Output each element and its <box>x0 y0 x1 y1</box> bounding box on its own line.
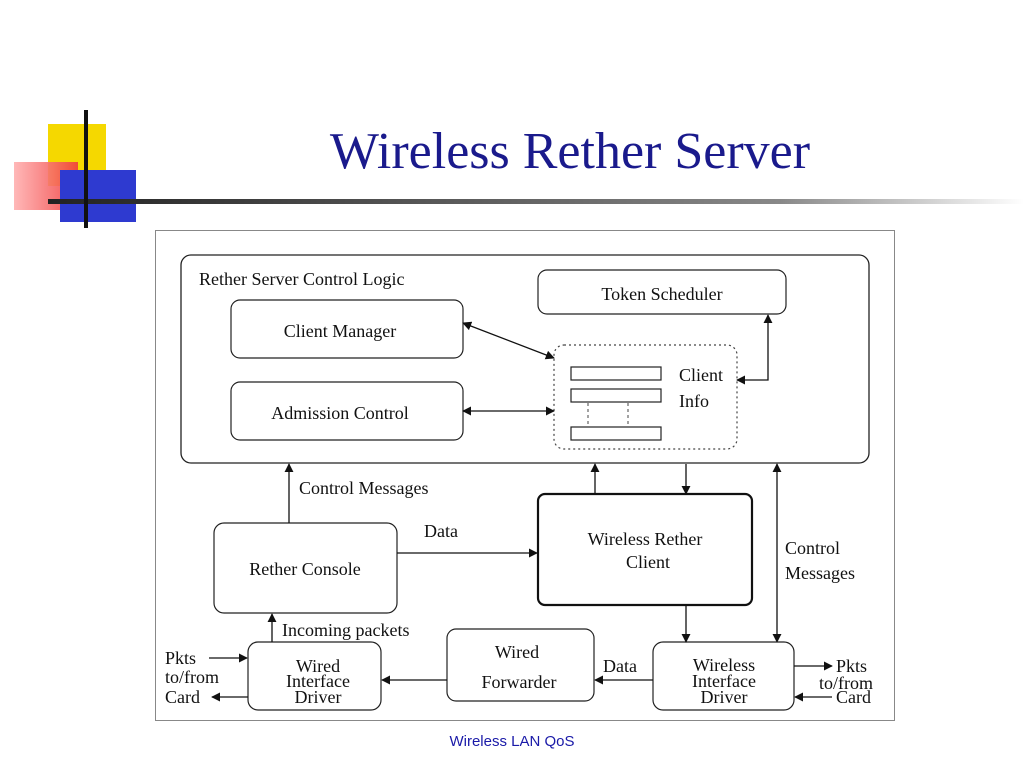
client-info-entry-2 <box>570 388 662 403</box>
slide-footer: Wireless LAN QoS <box>449 733 575 750</box>
wired-forwarder-label-2: Forwarder <box>482 672 557 692</box>
diagram-canvas: Rether Server Control Logic Token Schedu… <box>165 254 873 711</box>
pkts-right-label-3: Card <box>836 687 871 707</box>
client-info-entry-1 <box>570 366 662 381</box>
wireless-driver-label-1: Wireless <box>693 655 755 675</box>
admission-control-label: Admission Control <box>271 403 409 423</box>
deco-vertical-rule <box>84 110 88 228</box>
arrow-client-manager-info <box>462 321 555 360</box>
control-messages-left-label: Control Messages <box>299 478 429 498</box>
deco-horizontal-rule <box>48 199 1024 204</box>
rether-console-box <box>213 522 398 614</box>
wireless-driver-label-3: Driver <box>701 687 748 707</box>
slide-decoration <box>14 110 1024 228</box>
control-logic-box <box>180 254 870 464</box>
wireless-rether-client-label-1: Wireless Rether <box>588 529 703 549</box>
token-scheduler-box <box>537 269 787 315</box>
wired-forwarder-label-1: Wired <box>495 642 539 662</box>
pkts-right-label-2: to/from <box>819 673 873 693</box>
data-wireless-label: Data <box>603 656 637 676</box>
rether-console-label: Rether Console <box>249 559 360 579</box>
wireless-rether-client-box <box>536 492 754 607</box>
pkts-left-label-1: Pkts <box>165 648 196 668</box>
client-info-box <box>553 344 738 450</box>
pkts-left-label-2: to/from <box>165 667 219 687</box>
wireless-driver-label-2: Interface <box>692 671 756 691</box>
pkts-left-label-3: Card <box>165 687 200 707</box>
token-scheduler-label: Token Scheduler <box>601 284 722 304</box>
client-manager-label: Client Manager <box>284 321 396 341</box>
wired-interface-driver-box <box>247 641 382 711</box>
client-info-label-2: Info <box>679 391 709 411</box>
incoming-packets-label: Incoming packets <box>282 620 409 640</box>
client-info-entry-3 <box>570 426 662 441</box>
wired-driver-label-2: Interface <box>286 671 350 691</box>
slide-title: Wireless Rether Server <box>329 123 811 180</box>
wired-driver-label-3: Driver <box>295 687 342 707</box>
architecture-diagram: Rether Server Control Logic Token Schedu… <box>155 230 895 721</box>
control-right-label-2: Messages <box>785 563 855 583</box>
client-info-label-1: Client <box>679 365 723 385</box>
wireless-interface-driver-box <box>652 641 795 711</box>
wired-forwarder-box <box>446 628 595 702</box>
data-console-label: Data <box>424 521 458 541</box>
control-logic-label: Rether Server Control Logic <box>199 269 404 289</box>
wireless-rether-client-label-2: Client <box>626 552 670 572</box>
pkts-right-label-1: Pkts <box>836 656 867 676</box>
control-right-label-1: Control <box>785 538 840 558</box>
arrow-info-token-scheduler <box>736 314 773 385</box>
deco-blue-square <box>60 170 136 222</box>
wired-driver-label-1: Wired <box>296 656 340 676</box>
